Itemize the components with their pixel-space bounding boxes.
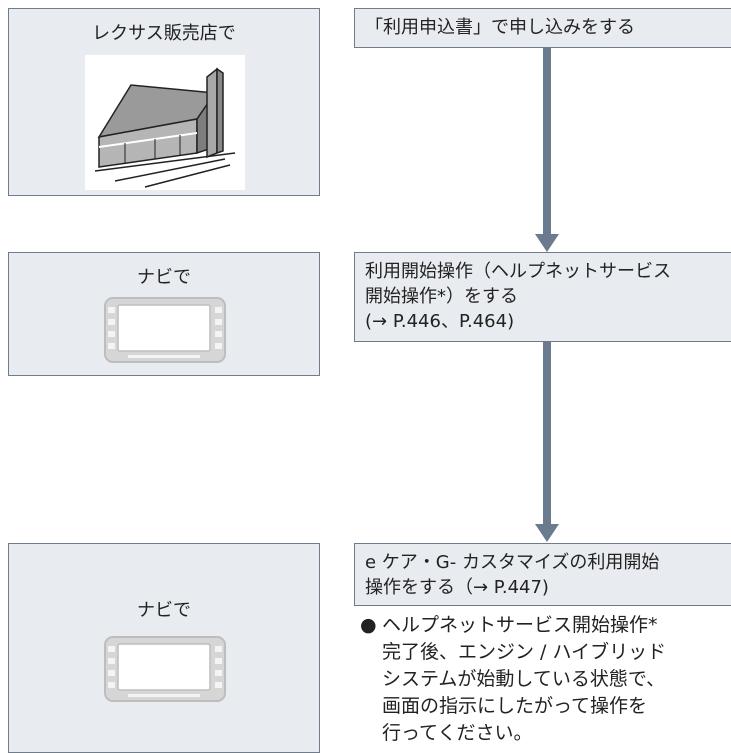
note-line-2: 完了後、エンジン / ハイブリッド xyxy=(382,641,667,663)
connector-2 xyxy=(543,342,551,526)
note-line-4: 画面の指示にしたがって操作を xyxy=(382,695,648,717)
navi-box-1: ナビで xyxy=(8,252,320,376)
connector-1 xyxy=(543,48,551,236)
navigation-unit-icon xyxy=(104,636,226,702)
note-line-1: ヘルプネットサービス開始操作* xyxy=(382,614,658,636)
navi-caption-2: ナビで xyxy=(137,600,191,621)
note: ● ヘルプネットサービス開始操作* 完了後、エンジン / ハイブリッド システム… xyxy=(360,612,730,747)
step-1-text: 「利用申込書」で申し込みをする xyxy=(365,17,635,38)
step-2-line-1: 利用開始操作（ヘルプネットサービス xyxy=(365,261,671,282)
step-3-line-1: e ケア・G- カスタマイズの利用開始 xyxy=(365,552,660,573)
step-3-box: e ケア・G- カスタマイズの利用開始 操作をする（→ P.447) xyxy=(354,543,731,606)
navigation-unit-icon xyxy=(104,297,226,363)
navi-caption-1: ナビで xyxy=(137,267,191,288)
bullet-icon: ● xyxy=(360,614,377,636)
step-2-line-3: (→ P.446、P.464) xyxy=(365,311,515,332)
note-line-3: システムが始動している状態で、 xyxy=(382,668,666,690)
building-icon xyxy=(85,55,245,190)
step-1-box: 「利用申込書」で申し込みをする xyxy=(354,8,731,48)
step-2-box: 利用開始操作（ヘルプネットサービス 開始操作*）をする (→ P.446、P.4… xyxy=(354,252,731,342)
navi-box-2: ナビで xyxy=(8,543,320,753)
note-line-5: 行ってください。 xyxy=(382,722,533,744)
dealer-caption: レクサス販売店で xyxy=(92,23,236,44)
dealer-box: レクサス販売店で xyxy=(8,8,320,196)
arrow-down-icon xyxy=(535,524,559,542)
step-3-line-2: 操作をする（→ P.447) xyxy=(365,577,549,598)
step-2-line-2: 開始操作*）をする xyxy=(365,286,518,307)
arrow-down-icon xyxy=(535,234,559,252)
